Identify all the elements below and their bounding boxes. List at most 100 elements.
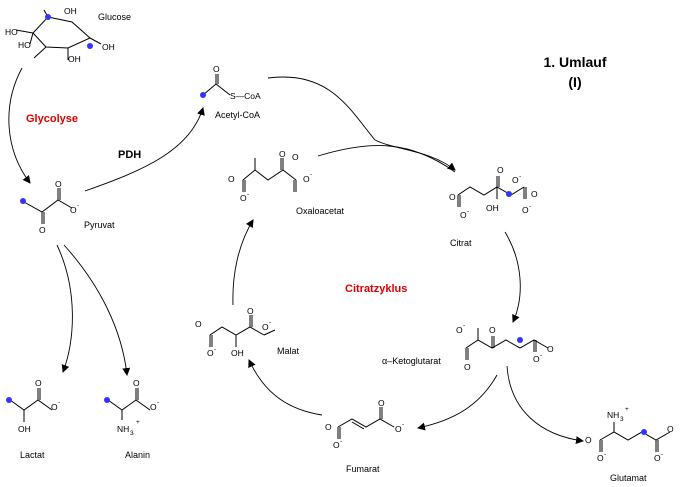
- svg-text:O: O: [150, 402, 157, 412]
- acetyl-coa-label: Acetyl-CoA: [215, 110, 260, 120]
- svg-text:-: -: [310, 171, 312, 178]
- svg-text:O: O: [497, 165, 504, 175]
- svg-text:O: O: [247, 306, 254, 316]
- svg-text:O: O: [512, 175, 519, 185]
- fumarat-structure: O O - O O -: [325, 398, 404, 450]
- alanin-label: Alanin: [125, 450, 150, 460]
- svg-text:HO: HO: [18, 40, 31, 50]
- lactat-marker: [6, 397, 12, 403]
- svg-text:O: O: [303, 174, 310, 184]
- glucose-marker-top: [45, 14, 51, 20]
- svg-text:HO: HO: [5, 27, 18, 37]
- svg-text:-: -: [661, 451, 663, 458]
- svg-text:NH: NH: [607, 410, 619, 420]
- round-title: 1. Umlauf: [543, 54, 606, 70]
- svg-text:OH: OH: [486, 203, 499, 213]
- svg-text:NH: NH: [117, 424, 129, 434]
- pyruvat-structure: O O - O: [20, 179, 79, 235]
- svg-text:O: O: [333, 440, 340, 450]
- svg-text:-: -: [402, 421, 404, 428]
- oxaloacetat-to-citrat-arrow: [317, 145, 456, 173]
- svg-text:+: +: [136, 419, 140, 426]
- svg-text:O: O: [51, 402, 58, 412]
- svg-text:3: 3: [130, 430, 134, 437]
- lactat-structure: O O - OH: [6, 378, 60, 434]
- svg-text:OH: OH: [231, 348, 244, 358]
- glucose-structure: OH HO HO OH OH: [5, 6, 115, 64]
- acetyl-coa-marker: [200, 92, 206, 98]
- glucose-marker-right: [87, 43, 93, 49]
- svg-text:-: -: [269, 319, 271, 326]
- svg-text:-: -: [540, 352, 542, 359]
- svg-text:O: O: [279, 149, 286, 159]
- svg-text:O: O: [597, 453, 604, 463]
- svg-text:-: -: [340, 438, 342, 445]
- svg-text:O: O: [654, 453, 661, 463]
- svg-text:S—CoA: S—CoA: [230, 91, 261, 101]
- pyruvat-marker: [20, 198, 26, 204]
- citrat-label: Citrat: [450, 238, 472, 248]
- svg-text:-: -: [467, 208, 469, 215]
- svg-text:OH: OH: [18, 424, 31, 434]
- svg-text:O: O: [460, 210, 467, 220]
- svg-text:O: O: [195, 319, 202, 329]
- svg-text:O: O: [213, 64, 220, 74]
- svg-text:O: O: [464, 362, 471, 372]
- svg-text:O: O: [35, 378, 42, 388]
- glucose-label: Glucose: [98, 12, 131, 22]
- svg-text:-: -: [519, 173, 521, 180]
- svg-text:O: O: [449, 192, 456, 202]
- svg-text:O: O: [489, 325, 496, 335]
- svg-text:-: -: [604, 451, 606, 458]
- svg-text:-: -: [58, 399, 60, 406]
- svg-text:O: O: [228, 174, 235, 184]
- svg-text:O: O: [547, 344, 554, 354]
- citrat-to-ketoglutarat-arrow: [504, 231, 521, 323]
- ketoglutarat-structure: O - O O O O -: [456, 322, 554, 372]
- round-subtitle: (I): [568, 74, 581, 90]
- svg-text:O: O: [378, 398, 385, 408]
- ketoglutarat-to-fumarat-arrow: [417, 374, 498, 431]
- acetyl-coa-structure: O S—CoA: [200, 64, 261, 101]
- svg-text:O: O: [133, 378, 140, 388]
- svg-text:O: O: [70, 205, 77, 215]
- svg-text:-: -: [214, 346, 216, 353]
- svg-text:O: O: [262, 322, 269, 332]
- alanin-structure: O O - NH 3 +: [104, 378, 159, 437]
- fumarat-label: Fumarat: [346, 464, 380, 474]
- svg-text:O: O: [207, 348, 214, 358]
- svg-text:O: O: [585, 435, 592, 445]
- oxaloacetat-label: Oxaloacetat: [296, 206, 345, 216]
- svg-text:-: -: [247, 191, 249, 198]
- ketoglutarat-marker: [517, 337, 523, 343]
- svg-text:O: O: [55, 179, 62, 189]
- svg-text:+: +: [625, 406, 629, 413]
- svg-text:O: O: [667, 424, 674, 434]
- svg-text:O: O: [240, 193, 247, 203]
- malat-structure: O O - OH O O -: [195, 306, 276, 358]
- alanin-arrow: [63, 244, 131, 376]
- svg-text:O: O: [456, 325, 463, 335]
- lactat-arrow: [56, 244, 73, 373]
- fumarat-to-malat-arrow: [248, 359, 323, 416]
- svg-text:O: O: [533, 354, 540, 364]
- lactat-label: Lactat: [20, 450, 45, 460]
- svg-text:O: O: [531, 189, 538, 199]
- svg-text:O: O: [395, 424, 402, 434]
- glutamat-structure: O O - NH 3 + O O -: [585, 406, 674, 463]
- svg-text:O: O: [292, 152, 299, 162]
- svg-text:-: -: [463, 322, 465, 329]
- citrat-structure: O O - O O - OH O O -: [449, 165, 538, 220]
- svg-text:-: -: [529, 203, 531, 210]
- glycolysis-label: Glycolyse: [26, 113, 78, 125]
- glutamat-marker: [641, 429, 647, 435]
- malat-to-oxaloacetat-arrow: [232, 219, 254, 306]
- svg-text:OH: OH: [64, 6, 77, 16]
- glutamat-label: Glutamat: [610, 473, 647, 483]
- glycolysis-arrow: [8, 67, 31, 184]
- svg-text:OH: OH: [102, 42, 115, 52]
- ketoglutarat-label: α–Ketoglutarat: [382, 356, 441, 366]
- svg-text:O: O: [325, 422, 332, 432]
- malat-label: Malat: [277, 346, 300, 356]
